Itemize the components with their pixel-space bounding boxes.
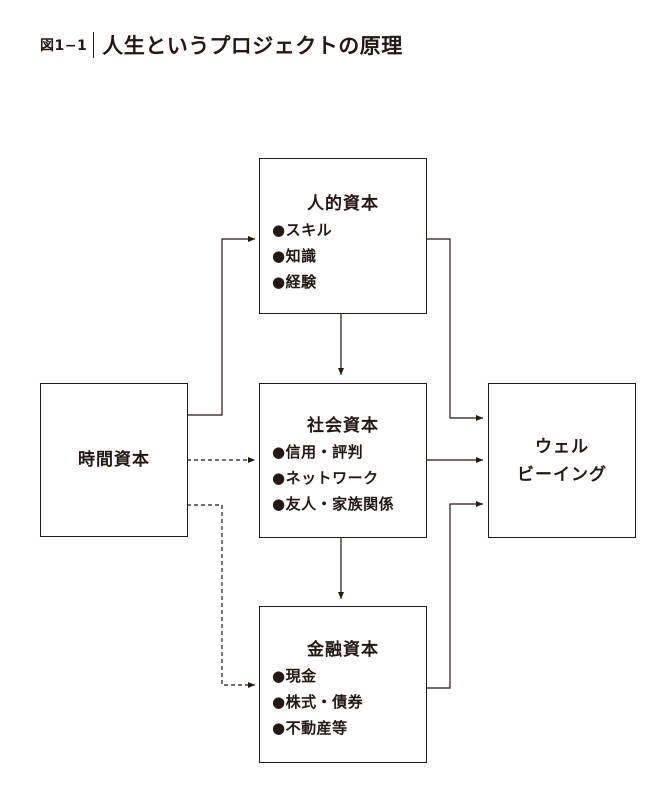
list-item: ●経験 xyxy=(272,273,317,291)
social-capital-list: ●信用・評判 ●ネットワーク ●友人・家族関係 xyxy=(272,439,394,517)
arrow-human-to-wellbeing xyxy=(426,238,483,421)
arrow-time-to-human xyxy=(187,236,255,416)
human-capital-box: 人的資本 ●スキル ●知識 ●経験 xyxy=(259,158,427,314)
wellbeing-box: ウェル ビーイング xyxy=(488,383,636,538)
wellbeing-label-line1: ウェル xyxy=(535,436,589,457)
financial-capital-title: 金融資本 xyxy=(307,640,379,660)
time-capital-box: 時間資本 xyxy=(40,383,188,537)
list-item: ●友人・家族関係 xyxy=(272,495,395,513)
arrow-financial-to-wellbeing xyxy=(426,501,483,689)
human-capital-list: ●スキル ●知識 ●経験 xyxy=(272,217,332,295)
list-item: ●現金 xyxy=(272,667,317,685)
social-capital-box: 社会資本 ●信用・評判 ●ネットワーク ●友人・家族関係 xyxy=(259,383,427,538)
social-capital-title: 社会資本 xyxy=(307,416,379,436)
arrow-time-to-financial xyxy=(187,504,255,688)
wellbeing-label-line2: ビーイング xyxy=(517,464,607,485)
list-item: ●信用・評判 xyxy=(272,443,364,461)
list-item: ●スキル xyxy=(272,221,333,239)
list-item: ●知識 xyxy=(272,247,317,265)
financial-capital-list: ●現金 ●株式・債券 ●不動産等 xyxy=(272,663,363,741)
human-capital-title: 人的資本 xyxy=(307,194,379,214)
figure-title-text: 人生というプロジェクトの原理 xyxy=(102,34,403,58)
figure-title: 図1−1 人生というプロジェクトの原理 xyxy=(40,30,403,60)
wellbeing-label: ウェル ビーイング xyxy=(489,433,635,489)
list-item: ●株式・債券 xyxy=(272,693,364,711)
title-divider xyxy=(93,32,95,58)
time-capital-label: 時間資本 xyxy=(78,450,150,470)
list-item: ●ネットワーク xyxy=(272,469,379,487)
financial-capital-box: 金融資本 ●現金 ●株式・債券 ●不動産等 xyxy=(259,606,427,763)
list-item: ●不動産等 xyxy=(272,719,348,737)
figure-number: 図1−1 xyxy=(40,38,88,54)
